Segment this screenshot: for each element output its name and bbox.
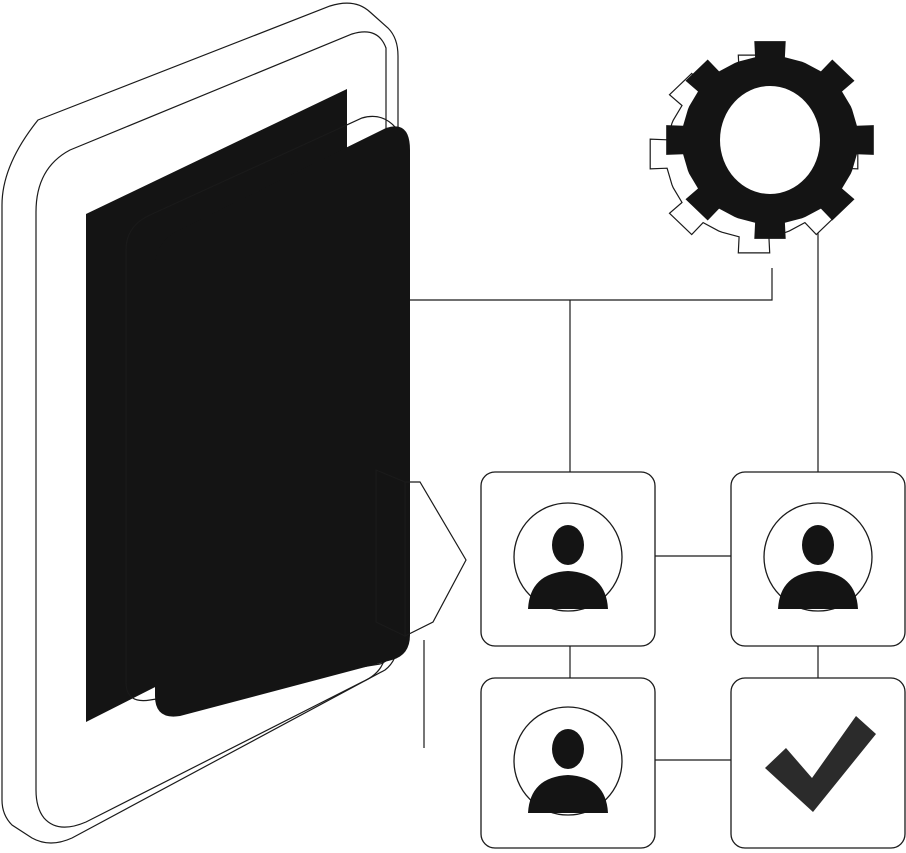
avatar-head	[552, 525, 584, 565]
tablet-icon	[1, 2, 410, 844]
avatar-head	[802, 525, 834, 565]
gear-icon	[649, 41, 874, 254]
user-icon	[513, 502, 623, 612]
tablet-page	[155, 126, 410, 717]
user-card-1	[480, 471, 656, 647]
connector-lines	[410, 222, 819, 761]
user-icon	[513, 706, 623, 816]
avatar-head	[552, 729, 584, 769]
gear-hole	[720, 86, 820, 194]
avatar-body	[528, 571, 608, 609]
user-card-3	[480, 677, 656, 849]
user-card-2	[730, 471, 906, 647]
avatar-body	[778, 571, 858, 609]
user-icon	[763, 502, 873, 612]
avatar-body	[528, 775, 608, 813]
checkmark-icon	[765, 716, 876, 812]
arrow-right-icon	[375, 469, 467, 637]
approval-card	[730, 677, 906, 849]
